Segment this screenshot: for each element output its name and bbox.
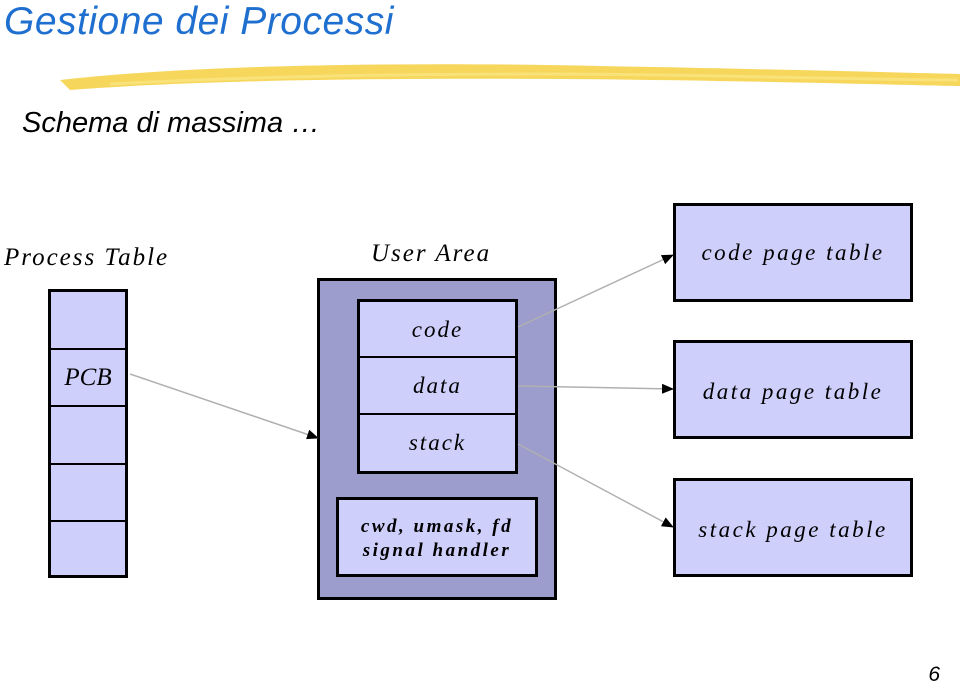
stack-page-table: stack page table xyxy=(673,478,913,577)
slide-title: Gestione dei Processi xyxy=(4,0,394,43)
pcb-label: PCB xyxy=(64,363,112,391)
segment-code: code xyxy=(360,302,515,359)
data-page-table: data page table xyxy=(673,340,913,439)
segment-data: data xyxy=(360,358,515,415)
process-table-row-pcb: PCB xyxy=(51,350,125,408)
code-to-page-table-arrow xyxy=(517,254,674,328)
page-number: 6 xyxy=(928,663,940,686)
process-table: PCB xyxy=(48,289,128,578)
segments-box: code data stack xyxy=(357,299,518,474)
process-table-label: Process Table xyxy=(4,244,170,271)
process-context-box: cwd, umask, fd signal handler xyxy=(336,497,538,577)
segment-stack: stack xyxy=(408,429,467,455)
process-table-row xyxy=(51,292,125,350)
code-page-table: code page table xyxy=(673,203,913,302)
slide-subtitle: Schema di massima … xyxy=(22,107,321,139)
user-area-label: User Area xyxy=(371,240,492,267)
context-line: cwd, umask, fd xyxy=(360,516,514,537)
process-table-row xyxy=(51,407,125,465)
data-to-page-table-arrow xyxy=(517,383,674,394)
process-table-row xyxy=(51,465,125,523)
stack-to-page-table-arrow xyxy=(517,443,674,528)
context-line: signal handler xyxy=(362,540,512,561)
pcb-to-user-area-arrow xyxy=(129,373,319,440)
